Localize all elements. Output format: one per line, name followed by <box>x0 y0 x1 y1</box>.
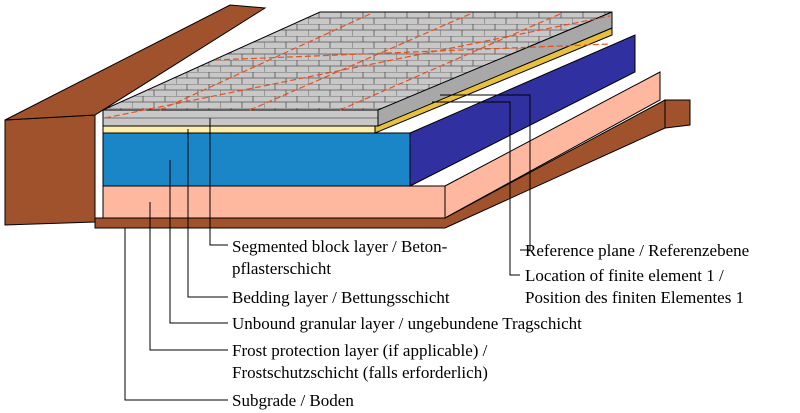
label-unbound-granular: Unbound granular layer / ungebundene Tra… <box>232 314 582 333</box>
block-layer <box>102 11 613 127</box>
labels: Segmented block layer / Beton- pflasters… <box>232 237 749 410</box>
label-subgrade: Subgrade / Boden <box>232 391 354 410</box>
label-frost-protection-line1: Frost protection layer (if applicable) / <box>232 341 488 360</box>
leader-finite-element <box>432 101 520 276</box>
leader-lines <box>124 94 531 401</box>
block-side-face <box>377 11 613 127</box>
leader-frost-protection <box>149 202 228 351</box>
label-segmented-block-line1: Segmented block layer / Beton- <box>232 237 448 256</box>
label-finite-element-line2: Position des finiten Elementes 1 <box>525 288 744 307</box>
subgrade-right-wall <box>664 99 691 129</box>
reference-line-5 <box>214 43 611 61</box>
bedding-front <box>102 125 376 134</box>
frost-protection-front <box>102 185 446 219</box>
leader-segmented-block <box>209 118 228 246</box>
label-bedding: Bedding layer / Bettungsschicht <box>232 288 450 307</box>
reference-line-3 <box>249 13 471 111</box>
reference-line-4 <box>339 13 561 111</box>
label-reference-plane: Reference plane / Referenzebene <box>525 241 749 260</box>
subgrade-left-top <box>4 4 267 121</box>
label-frost-protection-line2: Frostschutzschicht (falls erforderlich) <box>232 363 488 382</box>
label-segmented-block-line2: pflasterschicht <box>232 259 331 278</box>
frost-protection-side <box>444 71 661 219</box>
reference-line-2 <box>159 13 371 111</box>
unbound-granular-side <box>409 34 636 187</box>
subgrade-left-wall <box>4 114 96 226</box>
leader-unbound-granular <box>169 160 228 324</box>
leader-reference-plane <box>440 94 531 251</box>
reference-lines <box>104 13 611 119</box>
unbound-granular-front <box>102 132 411 187</box>
reference-line-1 <box>104 15 611 119</box>
label-finite-element-line1: Location of finite element 1 / <box>525 266 724 285</box>
unbound-granular-layer <box>102 34 636 187</box>
leader-subgrade <box>124 228 228 401</box>
leader-bedding <box>187 129 228 298</box>
